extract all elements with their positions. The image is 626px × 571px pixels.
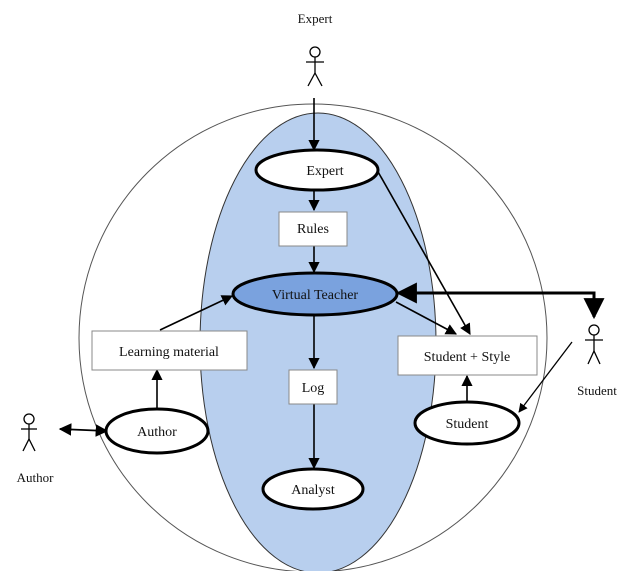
node-learning-material-label: Learning material bbox=[119, 345, 219, 360]
node-author-label: Author bbox=[137, 425, 177, 440]
author-actor-icon bbox=[21, 413, 37, 452]
node-expert-label: Expert bbox=[306, 164, 343, 179]
expert-actor-label: Expert bbox=[298, 11, 333, 26]
student-actor-icon bbox=[585, 324, 603, 365]
node-virtual-teacher-label: Virtual Teacher bbox=[272, 288, 358, 303]
edge-student-actor-to-student bbox=[518, 341, 573, 413]
node-log-label: Log bbox=[302, 381, 325, 396]
node-analyst bbox=[261, 467, 365, 511]
edge-learning-to-vt bbox=[159, 295, 234, 331]
node-author bbox=[104, 407, 210, 455]
edge-author-actor-author bbox=[58, 423, 109, 437]
node-rules bbox=[278, 211, 348, 247]
author-actor-label: Author bbox=[17, 470, 55, 485]
node-student-style bbox=[397, 335, 538, 376]
node-student bbox=[413, 400, 521, 446]
node-log bbox=[288, 369, 338, 405]
node-expert bbox=[254, 148, 380, 192]
expert-actor-icon bbox=[306, 46, 324, 87]
node-student-style-label: Student + Style bbox=[424, 350, 510, 365]
node-learning-material bbox=[91, 330, 248, 371]
edge-vt-student-actor bbox=[395, 282, 605, 320]
node-virtual-teacher bbox=[231, 271, 399, 317]
node-student-label: Student bbox=[446, 417, 489, 432]
student-actor-label: Student bbox=[577, 383, 617, 398]
node-rules-label: Rules bbox=[297, 222, 329, 237]
node-analyst-label: Analyst bbox=[291, 483, 335, 498]
